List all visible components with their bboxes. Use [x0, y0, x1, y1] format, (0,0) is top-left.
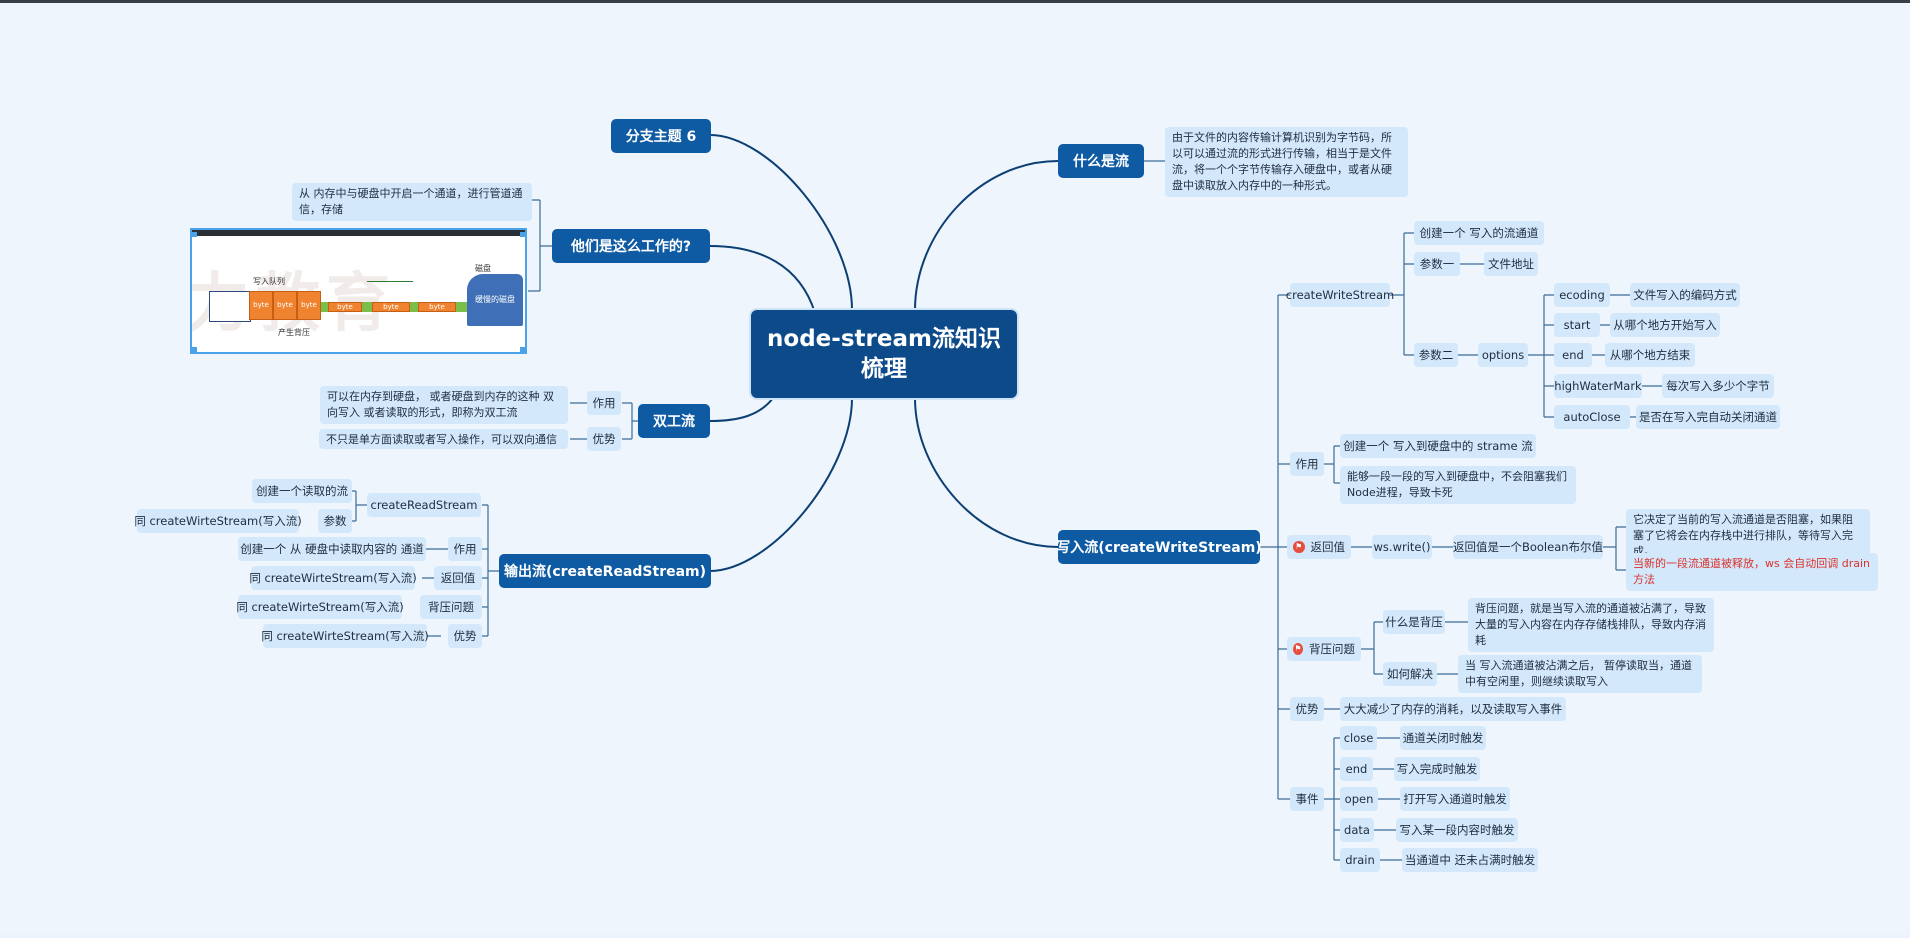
image-top-bar — [192, 230, 525, 236]
option-desc-highwatermark: 每次写入多少个字节 — [1662, 374, 1774, 398]
cws-label[interactable]: createWriteStream — [1286, 283, 1394, 307]
priority-flag-icon: ⚑ — [1293, 643, 1303, 655]
event-desc-drain: 当通道中 还未占满时触发 — [1402, 848, 1538, 872]
queue-byte-cell: byte — [249, 291, 273, 320]
topic-branch-6[interactable]: 分支主题 6 — [611, 119, 711, 153]
event-key-end[interactable]: end — [1340, 757, 1373, 781]
cws-create-text: 创建一个 写入的流通道 — [1414, 221, 1544, 245]
write-return-text-2: 当新的一段流通道被释放，ws 会自动回调 drain方法 — [1626, 553, 1878, 591]
option-key-highwatermark[interactable]: highWaterMark — [1554, 374, 1642, 398]
option-key-autoclose[interactable]: autoClose — [1554, 405, 1630, 429]
option-key-start[interactable]: start — [1554, 313, 1600, 337]
topic-write-stream[interactable]: 写入流(createWriteStream) — [1056, 530, 1262, 564]
root-topic[interactable]: node-stream流知识梳理 — [751, 310, 1017, 398]
resize-handle[interactable] — [192, 347, 197, 352]
event-desc-end: 写入完成时触发 — [1394, 757, 1480, 781]
pressure-label: 产生背压 — [278, 328, 310, 337]
option-desc-autoclose: 是否在写入完自动关闭通道 — [1636, 405, 1780, 429]
option-desc-end: 从哪个地方结束 — [1605, 343, 1695, 367]
pipe-byte-cell: byte — [372, 302, 410, 312]
read-create-label[interactable]: createReadStream — [367, 493, 481, 517]
queue-byte-cell: byte — [273, 291, 297, 320]
queue-empty-slot — [209, 291, 251, 322]
write-queue-diagram-image[interactable]: 力教育 写入队列 磁盘 产生背压 byte byte byte byte byt… — [190, 228, 527, 354]
read-backpressure-text: 同 createWirteStream(写入流) — [236, 595, 404, 619]
cws-options-label[interactable]: options — [1478, 343, 1528, 367]
event-desc-data: 写入某一段内容时触发 — [1396, 818, 1518, 842]
event-desc-close: 通道关闭时触发 — [1400, 726, 1486, 750]
topic-read-stream[interactable]: 输出流(createReadStream) — [499, 554, 711, 588]
write-use-text-1: 创建一个 写入到硬盘中的 strame 流 — [1340, 434, 1536, 458]
connector-lines — [352, 134, 1662, 861]
resize-handle[interactable] — [520, 232, 525, 237]
option-desc-start: 从哪个地方开始写入 — [1610, 313, 1720, 337]
topic-how-work[interactable]: 他们是这么工作的? — [552, 229, 710, 263]
cws-param1-text: 文件地址 — [1484, 252, 1538, 276]
queue-byte-cell: byte — [297, 291, 321, 320]
event-key-open[interactable]: open — [1340, 787, 1378, 811]
write-adv-label[interactable]: 优势 — [1290, 697, 1324, 721]
how-work-description: 从 内存中与硬盘中开启一个通道，进行管道通信，存储 — [292, 183, 532, 221]
option-key-end[interactable]: end — [1554, 343, 1592, 367]
option-desc-ecoding: 文件写入的编码方式 — [1630, 283, 1740, 307]
cws-param1-label[interactable]: 参数一 — [1414, 252, 1460, 276]
read-use-text: 创建一个 从 硬盘中读取内容的 通道 — [238, 537, 426, 561]
event-key-close[interactable]: close — [1340, 726, 1377, 750]
write-backpressure-label[interactable]: ⚑ 背压问题 — [1287, 637, 1361, 661]
write-events-label[interactable]: 事件 — [1290, 787, 1324, 811]
pipe-byte-cell: byte — [328, 302, 362, 312]
duplex-use-label[interactable]: 作用 — [587, 391, 621, 415]
write-adv-text: 大大减少了内存的消耗，以及读取写入事件 — [1340, 697, 1566, 721]
write-method-label[interactable]: ws.write() — [1372, 535, 1432, 559]
bp-how-label[interactable]: 如何解决 — [1383, 662, 1437, 686]
duplex-use-text: 可以在内存到硬盘， 或者硬盘到内存的这种 双向写入 或者读取的形式，即称为双工流 — [320, 386, 568, 424]
bp-what-text: 背压问题，就是当写入流的通道被沾满了，导致大量的写入内容在内存存储栈排队，导致内… — [1468, 598, 1714, 652]
event-key-data[interactable]: data — [1340, 818, 1374, 842]
write-use-label[interactable]: 作用 — [1290, 452, 1324, 476]
topic-duplex[interactable]: 双工流 — [638, 404, 710, 438]
write-use-text-2: 能够一段一段的写入到硬盘中，不会阻塞我们Node进程，导致卡死 — [1340, 466, 1576, 504]
resize-handle[interactable] — [520, 347, 525, 352]
write-return-bool: 返回值是一个Boolean布尔值 — [1453, 535, 1603, 559]
read-adv-label[interactable]: 优势 — [448, 624, 482, 648]
write-backpressure-text: 背压问题 — [1309, 642, 1355, 656]
disk-label: 磁盘 — [475, 264, 491, 273]
read-use-label[interactable]: 作用 — [448, 537, 482, 561]
queue-label: 写入队列 — [253, 277, 285, 286]
event-key-drain[interactable]: drain — [1340, 848, 1380, 872]
read-create-text: 创建一个读取的流 — [252, 479, 352, 503]
read-backpressure-label[interactable]: 背压问题 — [420, 595, 482, 619]
read-param-label[interactable]: 参数 — [318, 509, 352, 533]
duplex-adv-label[interactable]: 优势 — [587, 427, 621, 451]
read-param-text: 同 createWirteStream(写入流) — [134, 509, 302, 533]
write-return-label[interactable]: ⚑ 返回值 — [1287, 535, 1351, 559]
topic-what-is-stream[interactable]: 什么是流 — [1058, 144, 1144, 178]
bp-what-label[interactable]: 什么是背压 — [1383, 610, 1445, 634]
resize-handle[interactable] — [192, 232, 197, 237]
read-return-text: 同 createWirteStream(写入流) — [249, 566, 417, 590]
priority-flag-icon: ⚑ — [1293, 541, 1305, 553]
read-adv-text: 同 createWirteStream(写入流) — [261, 624, 429, 648]
disk-block: 缓慢的磁盘 — [467, 274, 523, 326]
event-desc-open: 打开写入通道时触发 — [1400, 787, 1510, 811]
what-is-stream-text: 由于文件的内容传输计算机识别为字节码，所以可以通过流的形式进行传输，相当于是文件… — [1165, 127, 1408, 197]
pipe-byte-cell: byte — [418, 302, 456, 312]
option-key-ecoding[interactable]: ecoding — [1554, 283, 1610, 307]
cws-param2-label[interactable]: 参数二 — [1414, 343, 1458, 367]
write-return-text: 返回值 — [1310, 540, 1346, 554]
bp-how-text: 当 写入流通道被沾满之后， 暂停读取当，通道中有空闲里，则继续读取写入 — [1458, 655, 1702, 693]
duplex-adv-text: 不只是单方面读取或者写入操作，可以双向通信 — [319, 429, 568, 449]
read-return-label[interactable]: 返回值 — [434, 566, 482, 590]
flow-arrow — [367, 281, 413, 282]
